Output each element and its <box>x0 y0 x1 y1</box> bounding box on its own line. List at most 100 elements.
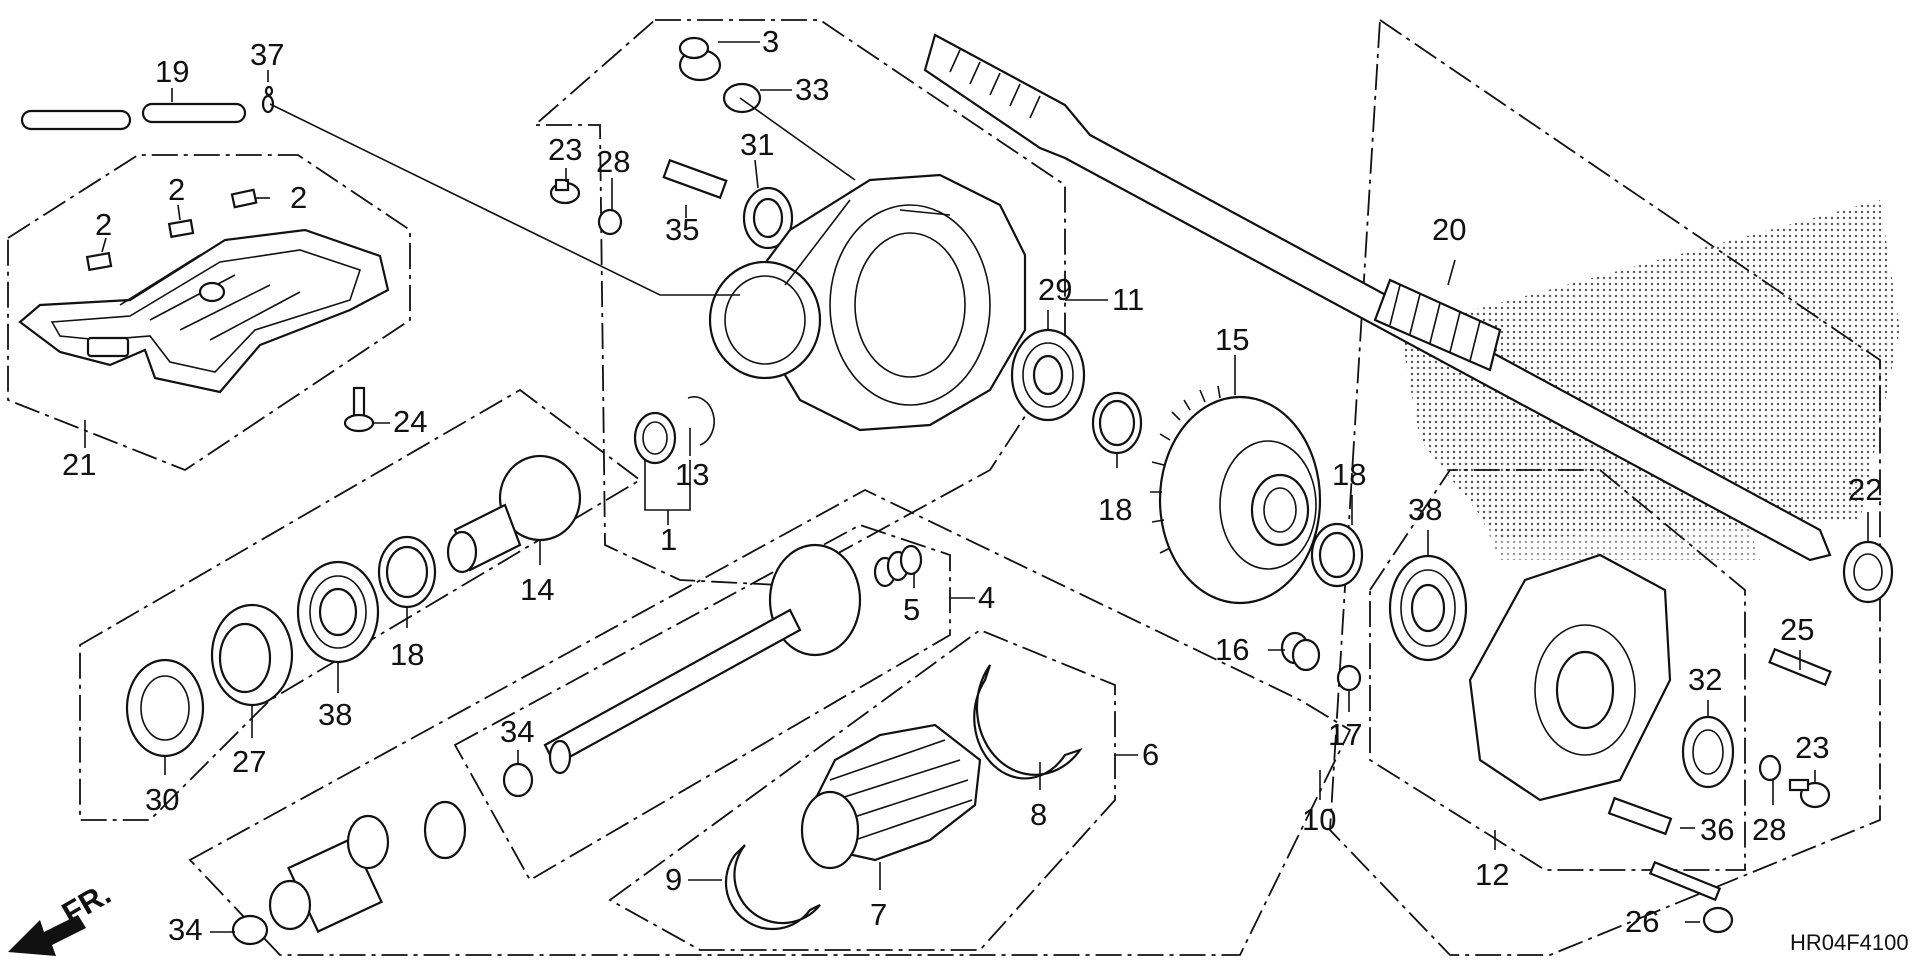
clip-34-lower <box>231 914 269 946</box>
shim-18-upper <box>1091 391 1143 455</box>
callout-13: 13 <box>675 457 709 492</box>
group-12-outline <box>1369 469 1746 871</box>
callout-22: 22 <box>1848 472 1882 507</box>
propeller-shaft-4 <box>543 543 862 775</box>
callout-5: 5 <box>903 592 920 627</box>
seal-22 <box>1842 540 1894 604</box>
bolt-24 <box>343 386 375 433</box>
callout-32: 32 <box>1688 662 1722 697</box>
group-10-outline <box>1329 18 1881 956</box>
callout-2b: 2 <box>168 172 185 207</box>
group-21-outline <box>7 154 411 472</box>
callout-34b: 34 <box>168 912 202 947</box>
callout-8: 8 <box>1030 797 1047 832</box>
callout-15: 15 <box>1215 322 1249 357</box>
bearing-38-left <box>296 560 380 664</box>
callout-11: 11 <box>1112 282 1144 317</box>
shading-dots <box>1400 200 1900 560</box>
shim-18-mid <box>1310 522 1364 588</box>
leader-lines <box>84 41 1869 933</box>
spring-5 <box>873 544 923 588</box>
clip-34-mid <box>502 762 534 798</box>
callout-4: 4 <box>978 580 995 615</box>
bearing-29 <box>1010 328 1086 422</box>
callout-24: 24 <box>393 404 427 439</box>
group-shaft-assembly-outline <box>188 488 1352 956</box>
pinion-gear-14 <box>446 454 582 574</box>
front-arrow-icon <box>8 915 86 956</box>
washer-17 <box>1336 664 1362 692</box>
gear-case-11 <box>708 173 1027 432</box>
callout-9: 9 <box>665 862 682 897</box>
callout-21: 21 <box>62 447 96 482</box>
callout-6: 6 <box>1142 737 1159 772</box>
callout-33: 33 <box>795 72 829 107</box>
callout-14: 14 <box>520 572 554 607</box>
callout-27: 27 <box>232 744 266 779</box>
callout-25: 25 <box>1780 612 1814 647</box>
callout-labels: 1 2 2 2 3 4 5 6 7 8 9 10 11 12 13 14 15 … <box>62 24 1882 947</box>
callout-34a: 34 <box>500 714 534 749</box>
band-8 <box>973 664 1083 780</box>
ring-gear-15 <box>1150 385 1322 605</box>
callout-1: 1 <box>660 522 677 557</box>
callout-29: 29 <box>1038 272 1072 307</box>
callout-3: 3 <box>762 24 779 59</box>
callout-23a: 23 <box>548 132 582 167</box>
cap-3 <box>678 36 722 82</box>
bolt-26 <box>1648 860 1734 934</box>
cover-12 <box>1468 553 1672 802</box>
group-6-outline <box>608 628 1116 951</box>
diagram-code: HR04F4100 <box>1790 930 1909 955</box>
callout-23b: 23 <box>1795 730 1829 765</box>
clip-37 <box>261 85 275 114</box>
callout-10: 10 <box>1302 802 1336 837</box>
bearing-38-right <box>1388 554 1468 662</box>
callout-19: 19 <box>155 54 189 89</box>
callout-35: 35 <box>665 212 699 247</box>
callout-28b: 28 <box>1752 812 1786 847</box>
callout-31: 31 <box>740 127 774 162</box>
callout-18a: 18 <box>1098 492 1132 527</box>
callout-28a: 28 <box>596 144 630 179</box>
group-lower-left-outline <box>79 388 642 821</box>
boot-7 <box>800 723 982 870</box>
callout-16: 16 <box>1215 632 1249 667</box>
band-9 <box>724 844 821 931</box>
needle-bearing-1 <box>633 411 677 465</box>
bolt-23-top <box>549 178 581 205</box>
shim-18-lower <box>377 535 437 609</box>
oil-seal-32 <box>1681 715 1735 789</box>
callout-37: 37 <box>250 37 284 72</box>
guard-plate-21 <box>18 228 390 394</box>
callout-2c: 2 <box>290 180 307 215</box>
callout-26: 26 <box>1625 904 1659 939</box>
callout-20: 20 <box>1432 212 1466 247</box>
callout-12: 12 <box>1475 857 1509 892</box>
callout-2a: 2 <box>95 207 112 242</box>
callout-18b: 18 <box>1332 457 1366 492</box>
group-11-outline <box>532 19 1066 586</box>
circlip-13 <box>687 396 715 446</box>
callout-38b: 38 <box>1408 492 1442 527</box>
hose-19 <box>20 102 247 131</box>
callout-30: 30 <box>145 782 179 817</box>
callout-36: 36 <box>1700 812 1734 847</box>
stud-36 <box>1607 796 1673 836</box>
washer-28-top <box>597 208 623 236</box>
lock-nut-27 <box>210 603 294 707</box>
rubber-pad-2 <box>85 188 258 272</box>
bolt-23-right <box>1788 778 1831 809</box>
washer-28-right <box>1758 754 1782 782</box>
callout-17: 17 <box>1328 717 1362 752</box>
oil-seal-31 <box>742 186 794 250</box>
stud-35 <box>662 158 728 200</box>
axle-shaft-20 <box>923 33 1832 562</box>
universal-joint <box>268 800 467 933</box>
bolt-16 <box>1280 631 1321 672</box>
callout-7: 7 <box>870 897 887 932</box>
callout-18c: 18 <box>390 637 424 672</box>
callout-38a: 38 <box>318 697 352 732</box>
oil-seal-30 <box>125 658 205 758</box>
